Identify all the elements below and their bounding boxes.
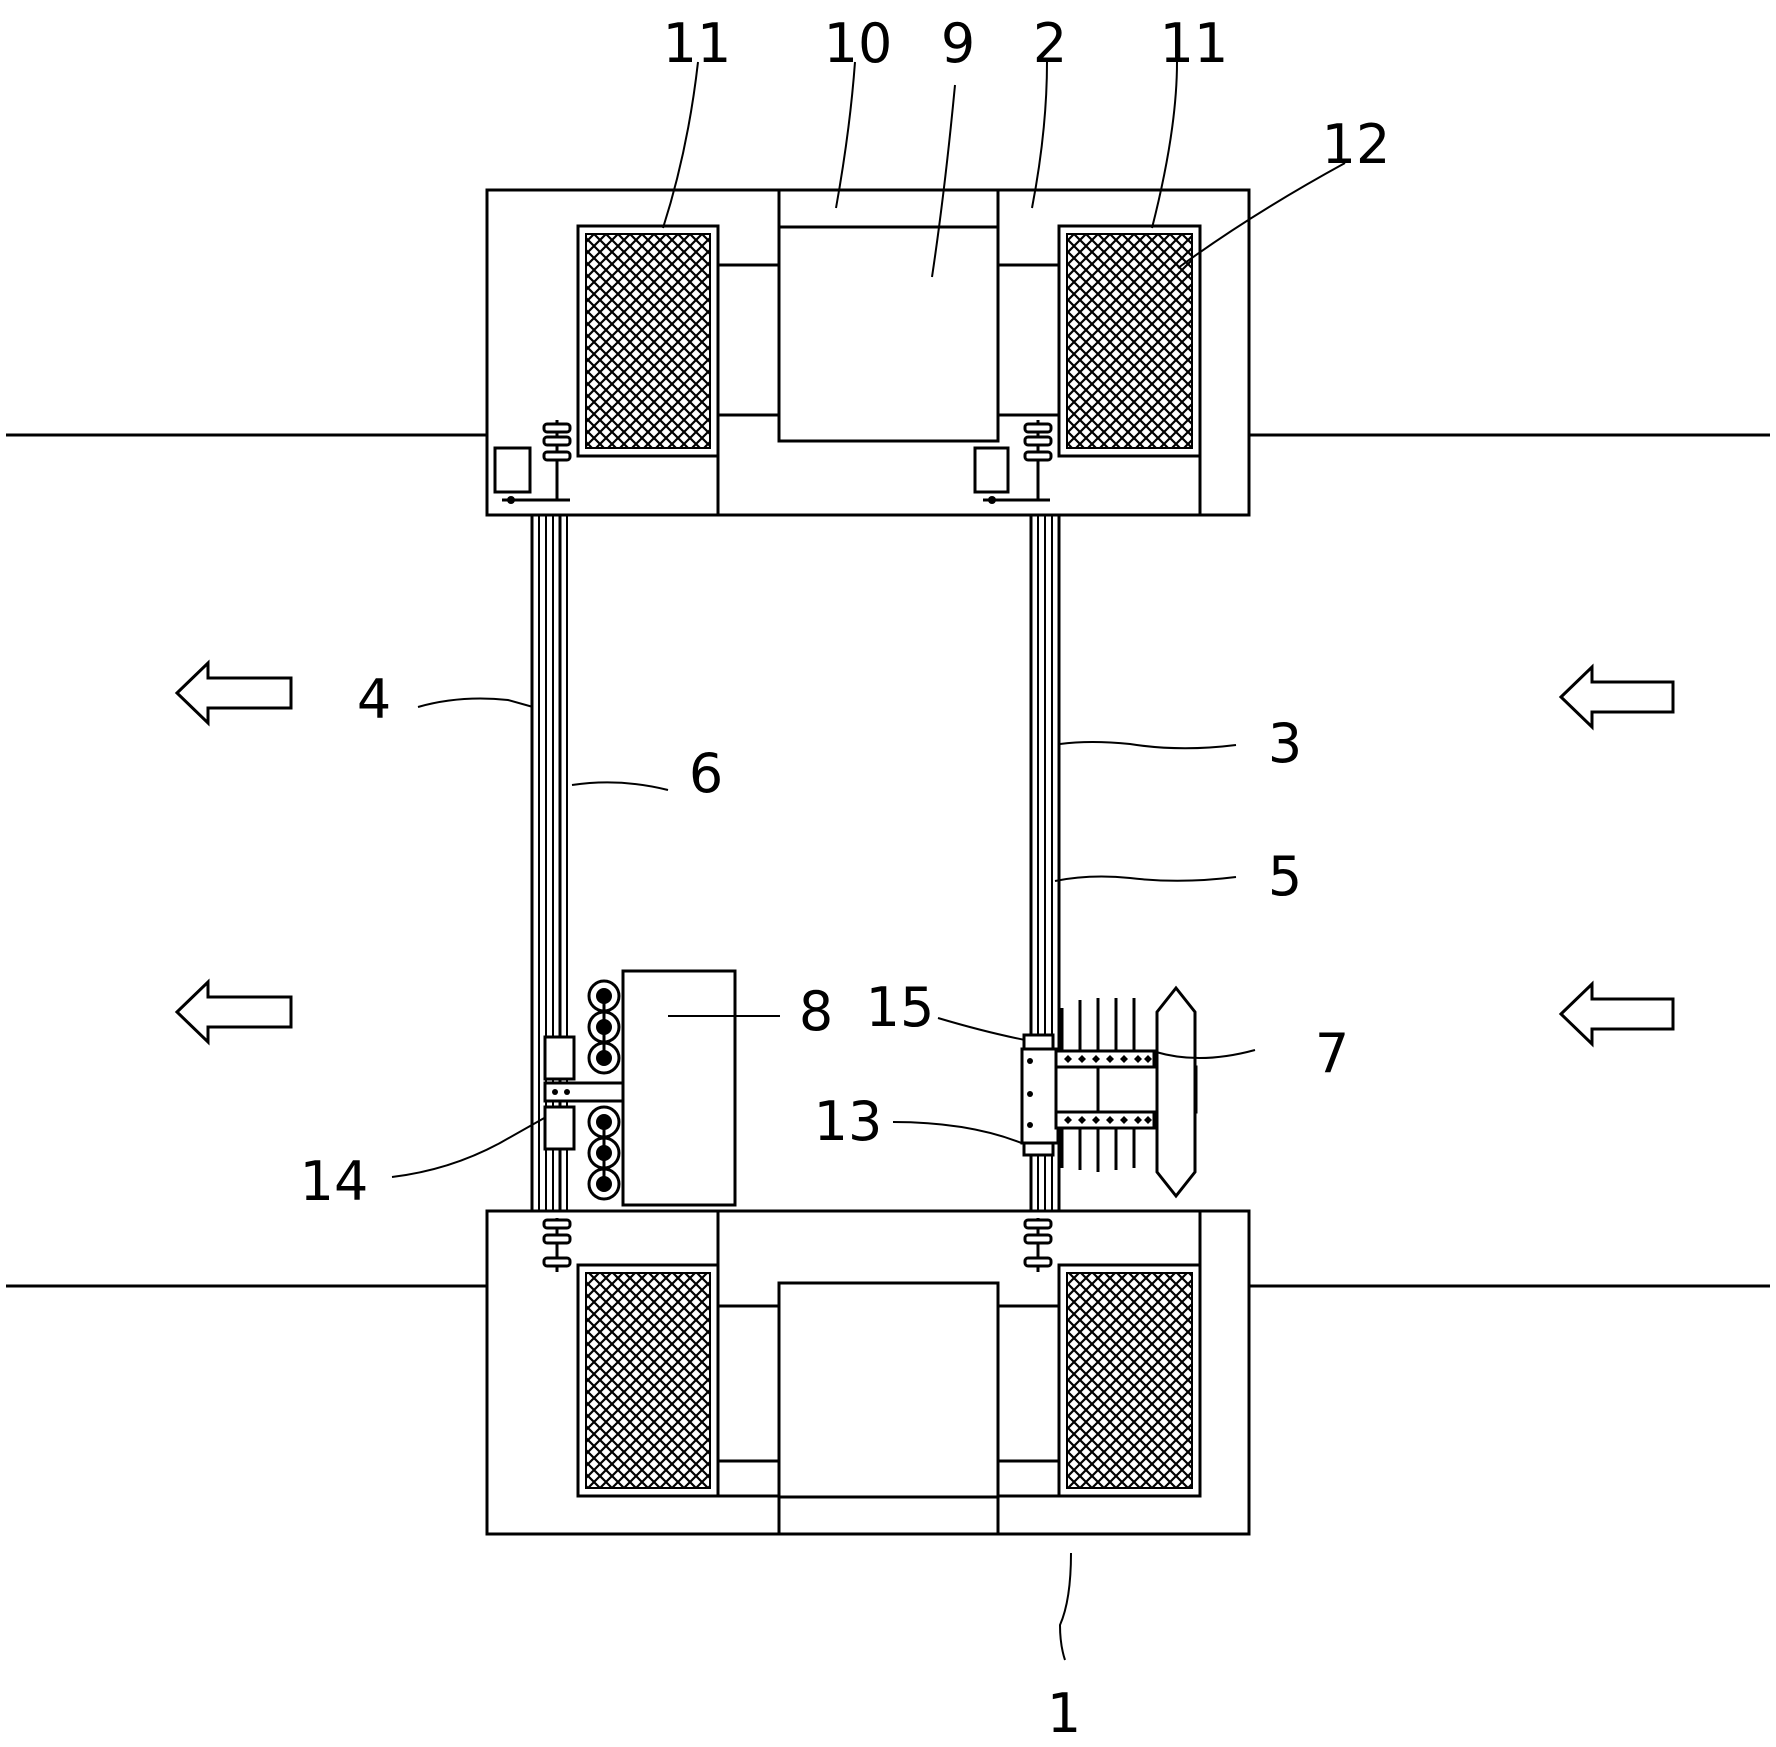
top-frame <box>485 188 1251 517</box>
callout-11-right: 11 <box>1160 12 1229 75</box>
pulley-assemblies <box>542 420 1053 1272</box>
blade-hexagon <box>1155 985 1197 1199</box>
arrow-left-icon <box>174 659 293 727</box>
arrow-left-icon <box>1558 663 1675 731</box>
callout-labels: 11 10 9 2 11 12 4 6 3 5 8 15 7 13 14 1 <box>300 12 1391 1745</box>
callout-3: 3 <box>1268 712 1302 775</box>
leader-lines <box>391 61 1346 1661</box>
arrow-left-icon <box>1558 980 1675 1048</box>
slider-plate <box>1020 1047 1060 1145</box>
callout-11-left: 11 <box>663 12 732 75</box>
callout-9: 9 <box>941 12 975 75</box>
right-carriage <box>1020 985 1198 1199</box>
motor-box-top-left <box>493 446 532 494</box>
center-block-bottom <box>777 1281 1000 1499</box>
callout-12: 12 <box>1322 113 1391 176</box>
arrow-left-icon <box>174 978 293 1046</box>
comb-dots <box>1064 1055 1152 1124</box>
pulley-top-right <box>1023 420 1053 500</box>
callout-10: 10 <box>824 12 893 75</box>
slider-block-upper <box>543 1035 576 1081</box>
callout-2: 2 <box>1033 12 1067 75</box>
slider-block-15 <box>1022 1033 1055 1051</box>
callout-6: 6 <box>689 742 723 805</box>
rail-lines <box>6 433 1770 1288</box>
pulley-top-left <box>542 420 572 500</box>
pulley-bottom-left <box>542 1218 572 1272</box>
flow-arrows <box>174 659 1675 1048</box>
slider-block-lower <box>543 1105 576 1151</box>
slider-block-13 <box>1022 1141 1055 1157</box>
drive-box <box>621 969 737 1207</box>
callout-13: 13 <box>814 1090 883 1153</box>
callout-7: 7 <box>1315 1022 1349 1085</box>
callout-4: 4 <box>357 668 391 731</box>
callout-5: 5 <box>1268 845 1302 908</box>
center-block-top <box>777 225 1000 443</box>
callout-8: 8 <box>799 980 833 1043</box>
callout-14: 14 <box>300 1150 369 1213</box>
pulley-bottom-right <box>1023 1218 1053 1272</box>
motor-box-top-right <box>973 446 1010 494</box>
comb-teeth <box>1060 998 1136 1172</box>
left-carriage <box>543 969 737 1207</box>
callout-1: 1 <box>1047 1682 1081 1745</box>
bottom-frame <box>485 1209 1251 1536</box>
roller-wheels <box>587 979 621 1201</box>
callout-15: 15 <box>866 976 935 1039</box>
